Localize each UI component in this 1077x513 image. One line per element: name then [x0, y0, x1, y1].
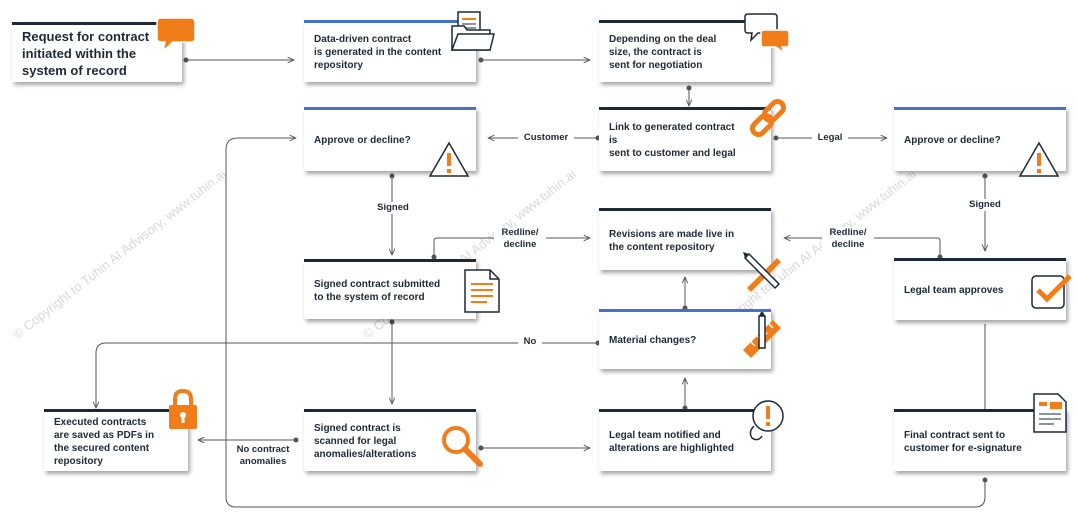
chat-bubble-icon — [156, 17, 196, 54]
magnifier-icon — [442, 426, 483, 467]
box-notified: Legal team notified and alterations are … — [599, 409, 771, 471]
box-final: Final contract sent to customer for e-si… — [894, 409, 1066, 471]
label-signed-right: Signed — [964, 199, 1006, 211]
ruler-pencil-icon — [743, 312, 781, 358]
chat-bubbles-icon — [744, 13, 790, 54]
checkmark-icon — [1031, 274, 1072, 309]
pencil-ruler-icon — [743, 252, 781, 292]
label-redline-right: Redline/ decline — [822, 227, 874, 251]
box-submitted: Signed contract submitted to the system … — [304, 259, 476, 319]
box-scanned: Signed contract is scanned for legal ano… — [304, 409, 476, 471]
alert-bell-icon — [749, 400, 784, 441]
label-legal: Legal — [812, 132, 848, 144]
box-link: Link to generated contract is sent to cu… — [599, 107, 771, 171]
warning-icon — [1018, 141, 1060, 177]
warning-icon — [428, 141, 470, 177]
box-request: Request for contract initiated within th… — [12, 22, 182, 82]
document-icon — [464, 269, 500, 313]
box-revisions: Revisions are made live in the content r… — [599, 208, 771, 270]
label-no-anomalies: No contract anomalies — [236, 444, 290, 467]
lock-icon — [169, 388, 197, 429]
box-executed: Executed contracts are saved as PDFs in … — [44, 409, 188, 471]
label-customer: Customer — [518, 132, 574, 144]
label-no: No — [518, 336, 542, 348]
invoice-icon — [1033, 393, 1067, 433]
box-negotiation: Depending on the deal size, the contract… — [599, 20, 771, 82]
box-generated: Data-driven contract is generated in the… — [304, 20, 476, 82]
folder-icon — [450, 11, 495, 51]
label-redline-left: Redline/ decline — [494, 227, 546, 251]
label-signed-left: Signed — [372, 202, 414, 214]
link-icon — [749, 98, 787, 138]
box-material: Material changes? — [599, 309, 771, 369]
